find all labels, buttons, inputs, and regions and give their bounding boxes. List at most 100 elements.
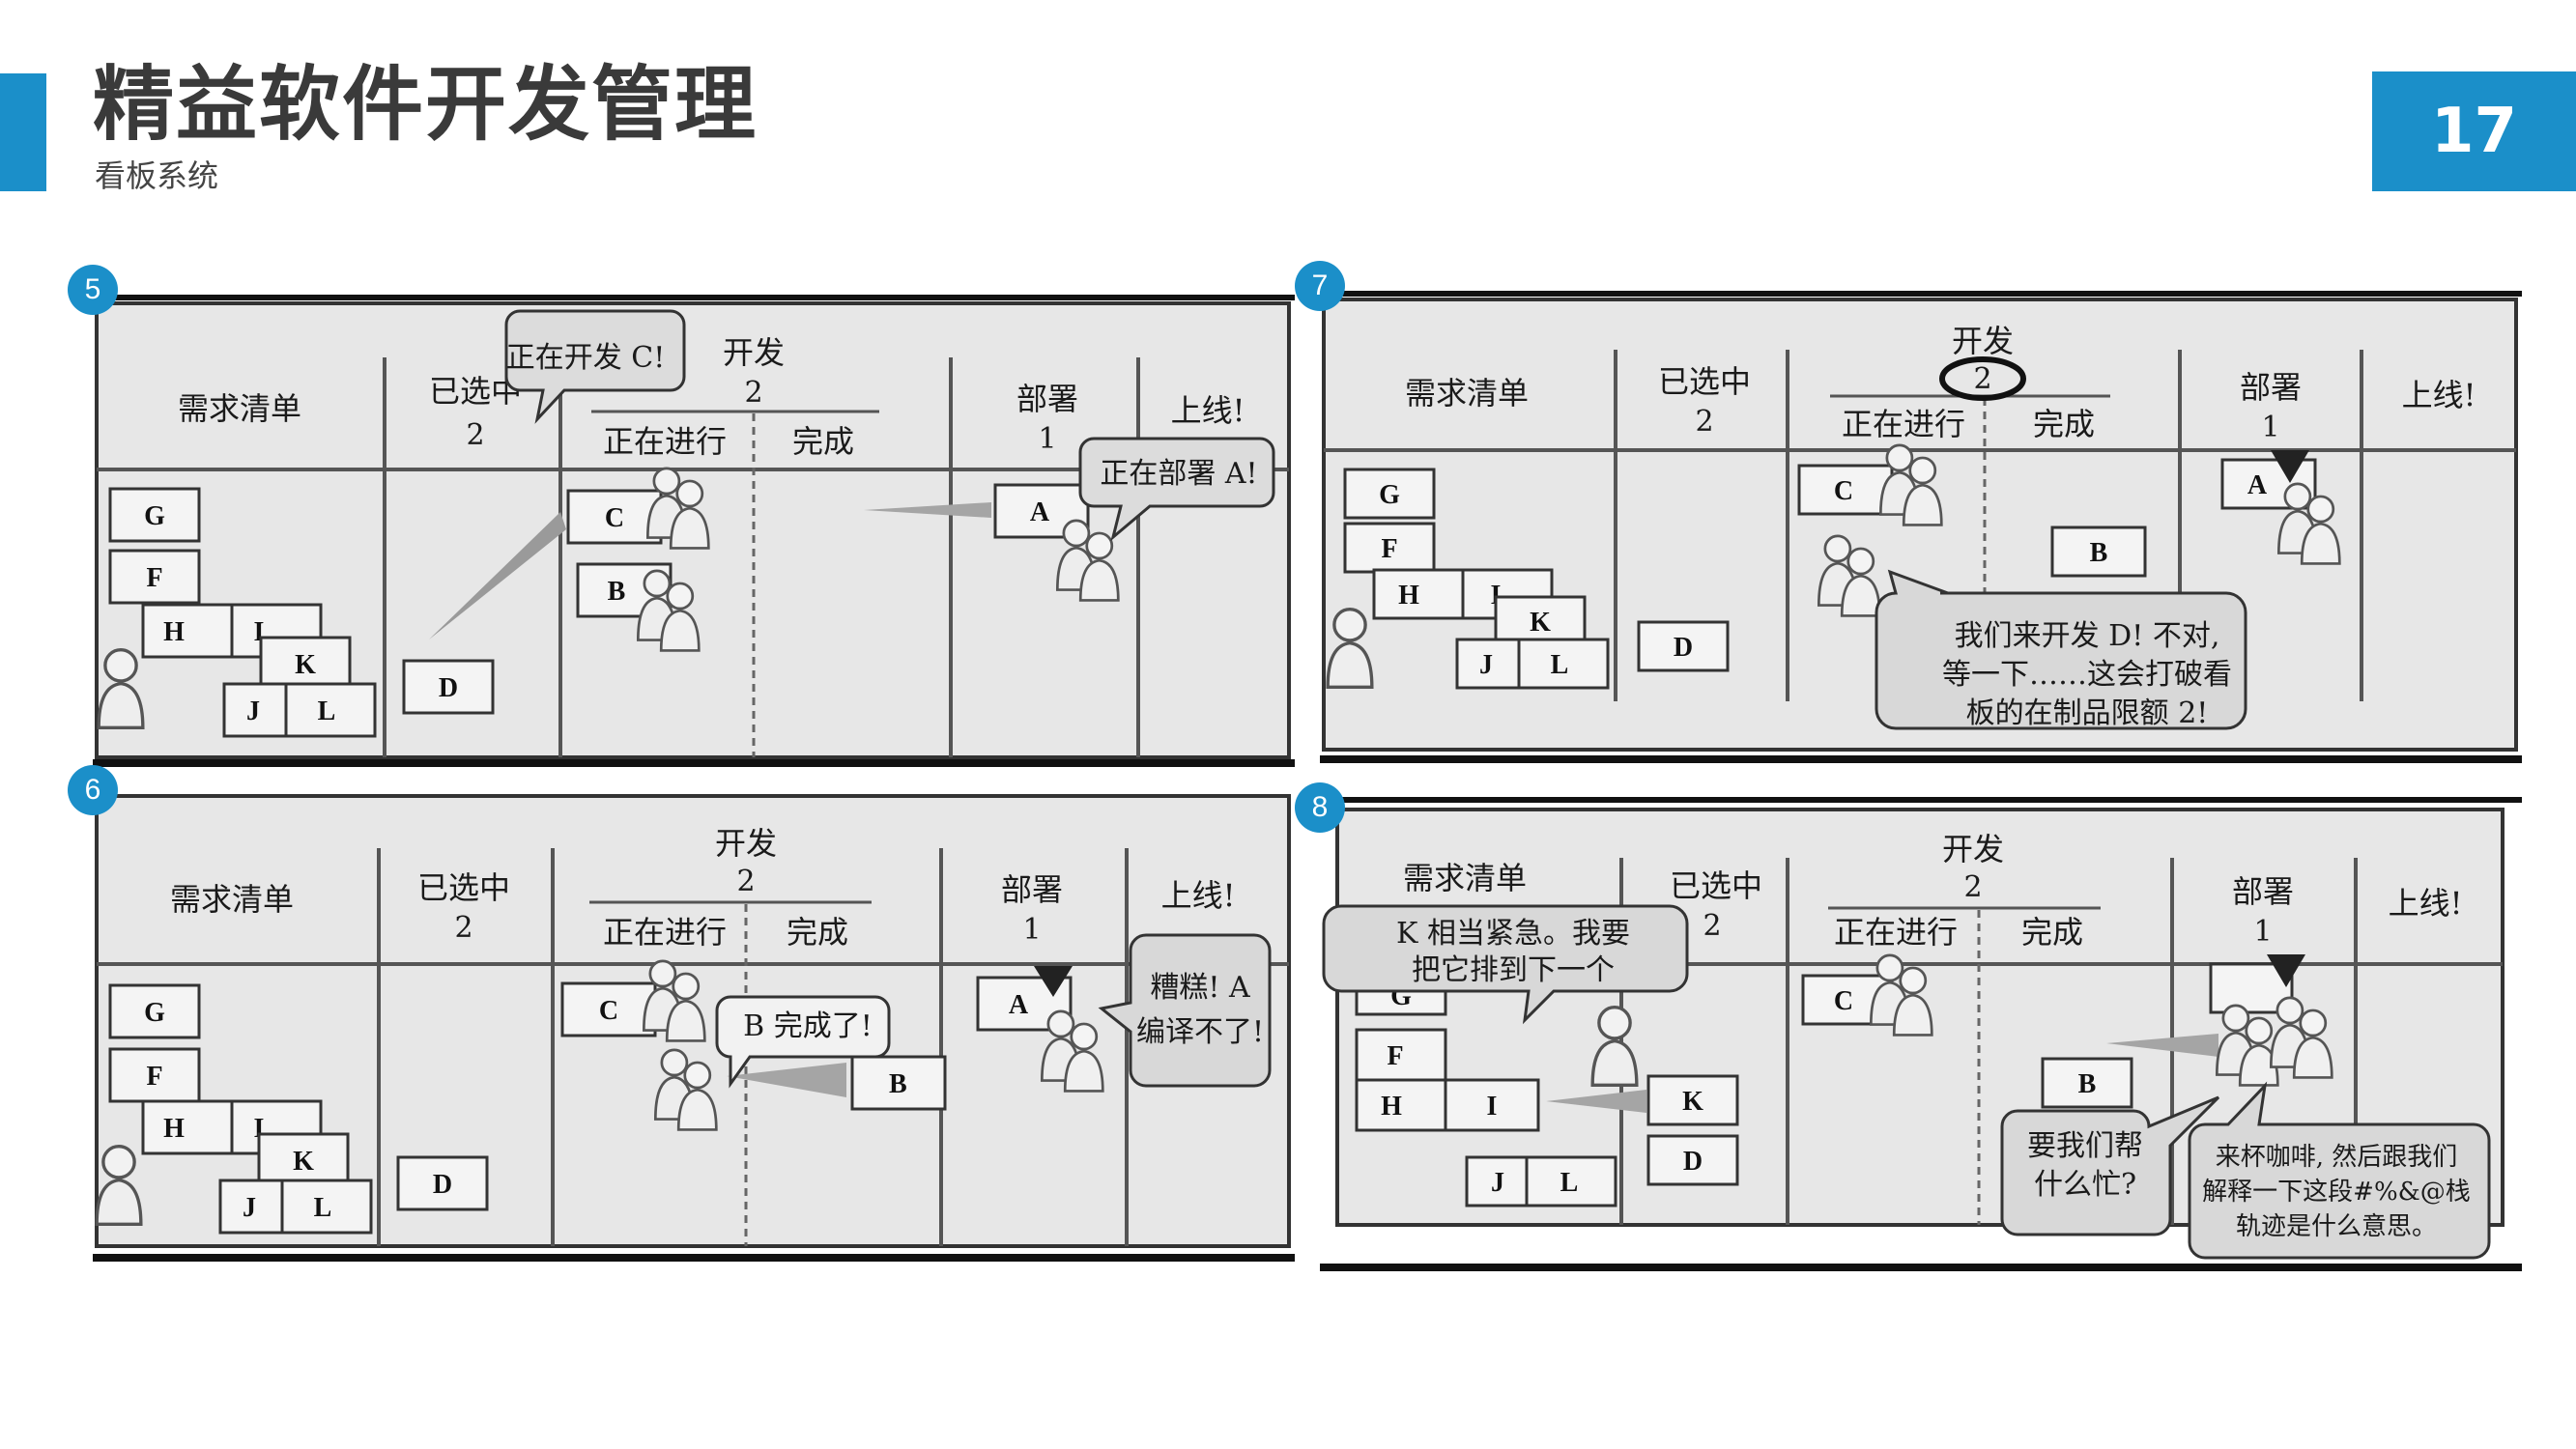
- card-d: D: [1648, 1136, 1737, 1184]
- col-backlog: 需求清单: [1405, 375, 1529, 412]
- panel-6: 需求清单 已选中 2 开发 2 正在进行 完成 部署 1 上线! G F H I…: [93, 790, 1295, 1265]
- col-live: 上线!: [2402, 377, 2476, 413]
- card-k: K: [1648, 1076, 1737, 1124]
- card-f: F: [1345, 524, 1434, 572]
- card-i: I: [1445, 1080, 1538, 1130]
- svg-text:糟糕! A: 糟糕! A: [1150, 971, 1250, 1005]
- col-live: 上线!: [2389, 885, 2463, 922]
- svg-text:A: A: [1009, 990, 1029, 1020]
- col-deploy-limit: 1: [1022, 913, 1041, 947]
- col-selected-limit: 2: [1695, 405, 1713, 439]
- slide-title: 精益软件开发管理: [93, 64, 758, 145]
- card-k: K: [261, 638, 350, 690]
- col-done: 完成: [787, 914, 848, 951]
- card-k: K: [259, 1134, 348, 1186]
- col-deploy: 部署: [1001, 871, 1063, 908]
- col-selected: 已选中: [417, 869, 510, 906]
- col-deploy-limit: 1: [1038, 422, 1056, 456]
- col-dev-limit: 2: [736, 865, 755, 898]
- svg-text:I: I: [1487, 1092, 1498, 1122]
- svg-text:等一下……这会打破看: 等一下……这会打破看: [1942, 658, 2232, 692]
- col-selected: 已选中: [1670, 867, 1762, 904]
- svg-text:D: D: [1683, 1147, 1703, 1177]
- card-f: F: [1357, 1030, 1445, 1080]
- svg-text:C: C: [1834, 476, 1853, 506]
- svg-text:H: H: [163, 617, 185, 647]
- col-selected: 已选中: [1658, 363, 1751, 400]
- col-dev-limit: 2: [744, 376, 762, 410]
- svg-text:板的在制品限额 2!: 板的在制品限额 2!: [1966, 696, 2209, 730]
- svg-text:J: J: [1479, 650, 1493, 680]
- col-backlog: 需求清单: [178, 390, 301, 427]
- card-b: B: [2052, 527, 2145, 576]
- col-dev-limit: 2: [1973, 362, 1991, 396]
- svg-text:G: G: [144, 501, 165, 531]
- svg-text:把它排到下一个: 把它排到下一个: [1412, 953, 1615, 987]
- svg-text:B: B: [2090, 538, 2108, 568]
- slide-subtitle: 看板系统: [95, 160, 218, 191]
- col-deploy-limit: 1: [2253, 915, 2272, 949]
- card-d: D: [398, 1157, 487, 1209]
- col-dev-limit: 2: [1963, 870, 1982, 904]
- svg-text:K: K: [293, 1147, 314, 1177]
- svg-text:F: F: [146, 1062, 162, 1092]
- panel-number-badge: 7: [1295, 261, 1345, 311]
- card-f: F: [110, 1049, 199, 1101]
- card-g: G: [110, 489, 199, 541]
- svg-text:B: B: [608, 577, 626, 607]
- svg-text:F: F: [1381, 534, 1397, 564]
- card-h: H: [1357, 1080, 1445, 1130]
- svg-text:K 相当紧急。我要: K 相当紧急。我要: [1396, 917, 1630, 951]
- card-c: C: [1799, 466, 1892, 514]
- svg-text:G: G: [144, 998, 165, 1028]
- card-b: B: [2043, 1059, 2132, 1107]
- panel-number-badge: 6: [68, 765, 118, 815]
- svg-text:F: F: [146, 563, 162, 593]
- svg-text:D: D: [439, 673, 458, 703]
- svg-text:G: G: [1379, 480, 1400, 510]
- card-l: L: [1527, 1157, 1616, 1206]
- col-done: 完成: [2033, 406, 2095, 442]
- card-l: L: [1519, 639, 1608, 688]
- card-j: J: [224, 684, 292, 736]
- svg-text:什么忙?: 什么忙?: [2034, 1168, 2136, 1202]
- svg-text:B: B: [2078, 1069, 2097, 1099]
- card-j: J: [1457, 639, 1525, 688]
- col-done: 完成: [792, 423, 854, 460]
- svg-text:B 完成了!: B 完成了!: [743, 1009, 873, 1043]
- col-dev: 开发: [715, 825, 777, 862]
- card-b: B: [852, 1057, 945, 1109]
- svg-text:解释一下这段#%&@栈: 解释一下这段#%&@栈: [2202, 1178, 2471, 1207]
- page-number: 17: [2372, 71, 2576, 191]
- col-in-progress: 正在进行: [603, 423, 727, 460]
- svg-text:A: A: [1030, 497, 1050, 527]
- card-h: H: [143, 605, 232, 657]
- title-accent-bar: [0, 73, 46, 191]
- svg-text:L: L: [318, 696, 336, 726]
- svg-text:J: J: [1491, 1168, 1504, 1198]
- col-live: 上线!: [1161, 877, 1236, 914]
- col-live: 上线!: [1171, 392, 1245, 429]
- card-j: J: [1467, 1157, 1534, 1206]
- panel-number-badge: 8: [1295, 782, 1345, 833]
- svg-text:K: K: [1530, 608, 1551, 638]
- col-selected-limit: 2: [466, 418, 484, 452]
- svg-text:B: B: [889, 1069, 907, 1099]
- col-in-progress: 正在进行: [1842, 406, 1965, 442]
- svg-text:我们来开发 D! 不对,: 我们来开发 D! 不对,: [1955, 619, 2220, 653]
- svg-text:L: L: [1551, 650, 1569, 680]
- svg-text:L: L: [314, 1193, 332, 1223]
- card-f: F: [110, 551, 199, 603]
- svg-text:要我们帮: 要我们帮: [2027, 1129, 2143, 1163]
- svg-text:H: H: [1398, 581, 1419, 611]
- svg-text:A: A: [2247, 470, 2268, 500]
- card-g: G: [110, 985, 199, 1037]
- col-backlog: 需求清单: [1403, 860, 1527, 896]
- card-l: L: [286, 684, 375, 736]
- col-backlog: 需求清单: [170, 881, 294, 918]
- col-dev: 开发: [1942, 831, 2004, 867]
- col-in-progress: 正在进行: [1834, 914, 1958, 951]
- svg-text:H: H: [1381, 1092, 1402, 1122]
- col-deploy: 部署: [1016, 381, 1078, 417]
- svg-text:D: D: [1674, 633, 1693, 663]
